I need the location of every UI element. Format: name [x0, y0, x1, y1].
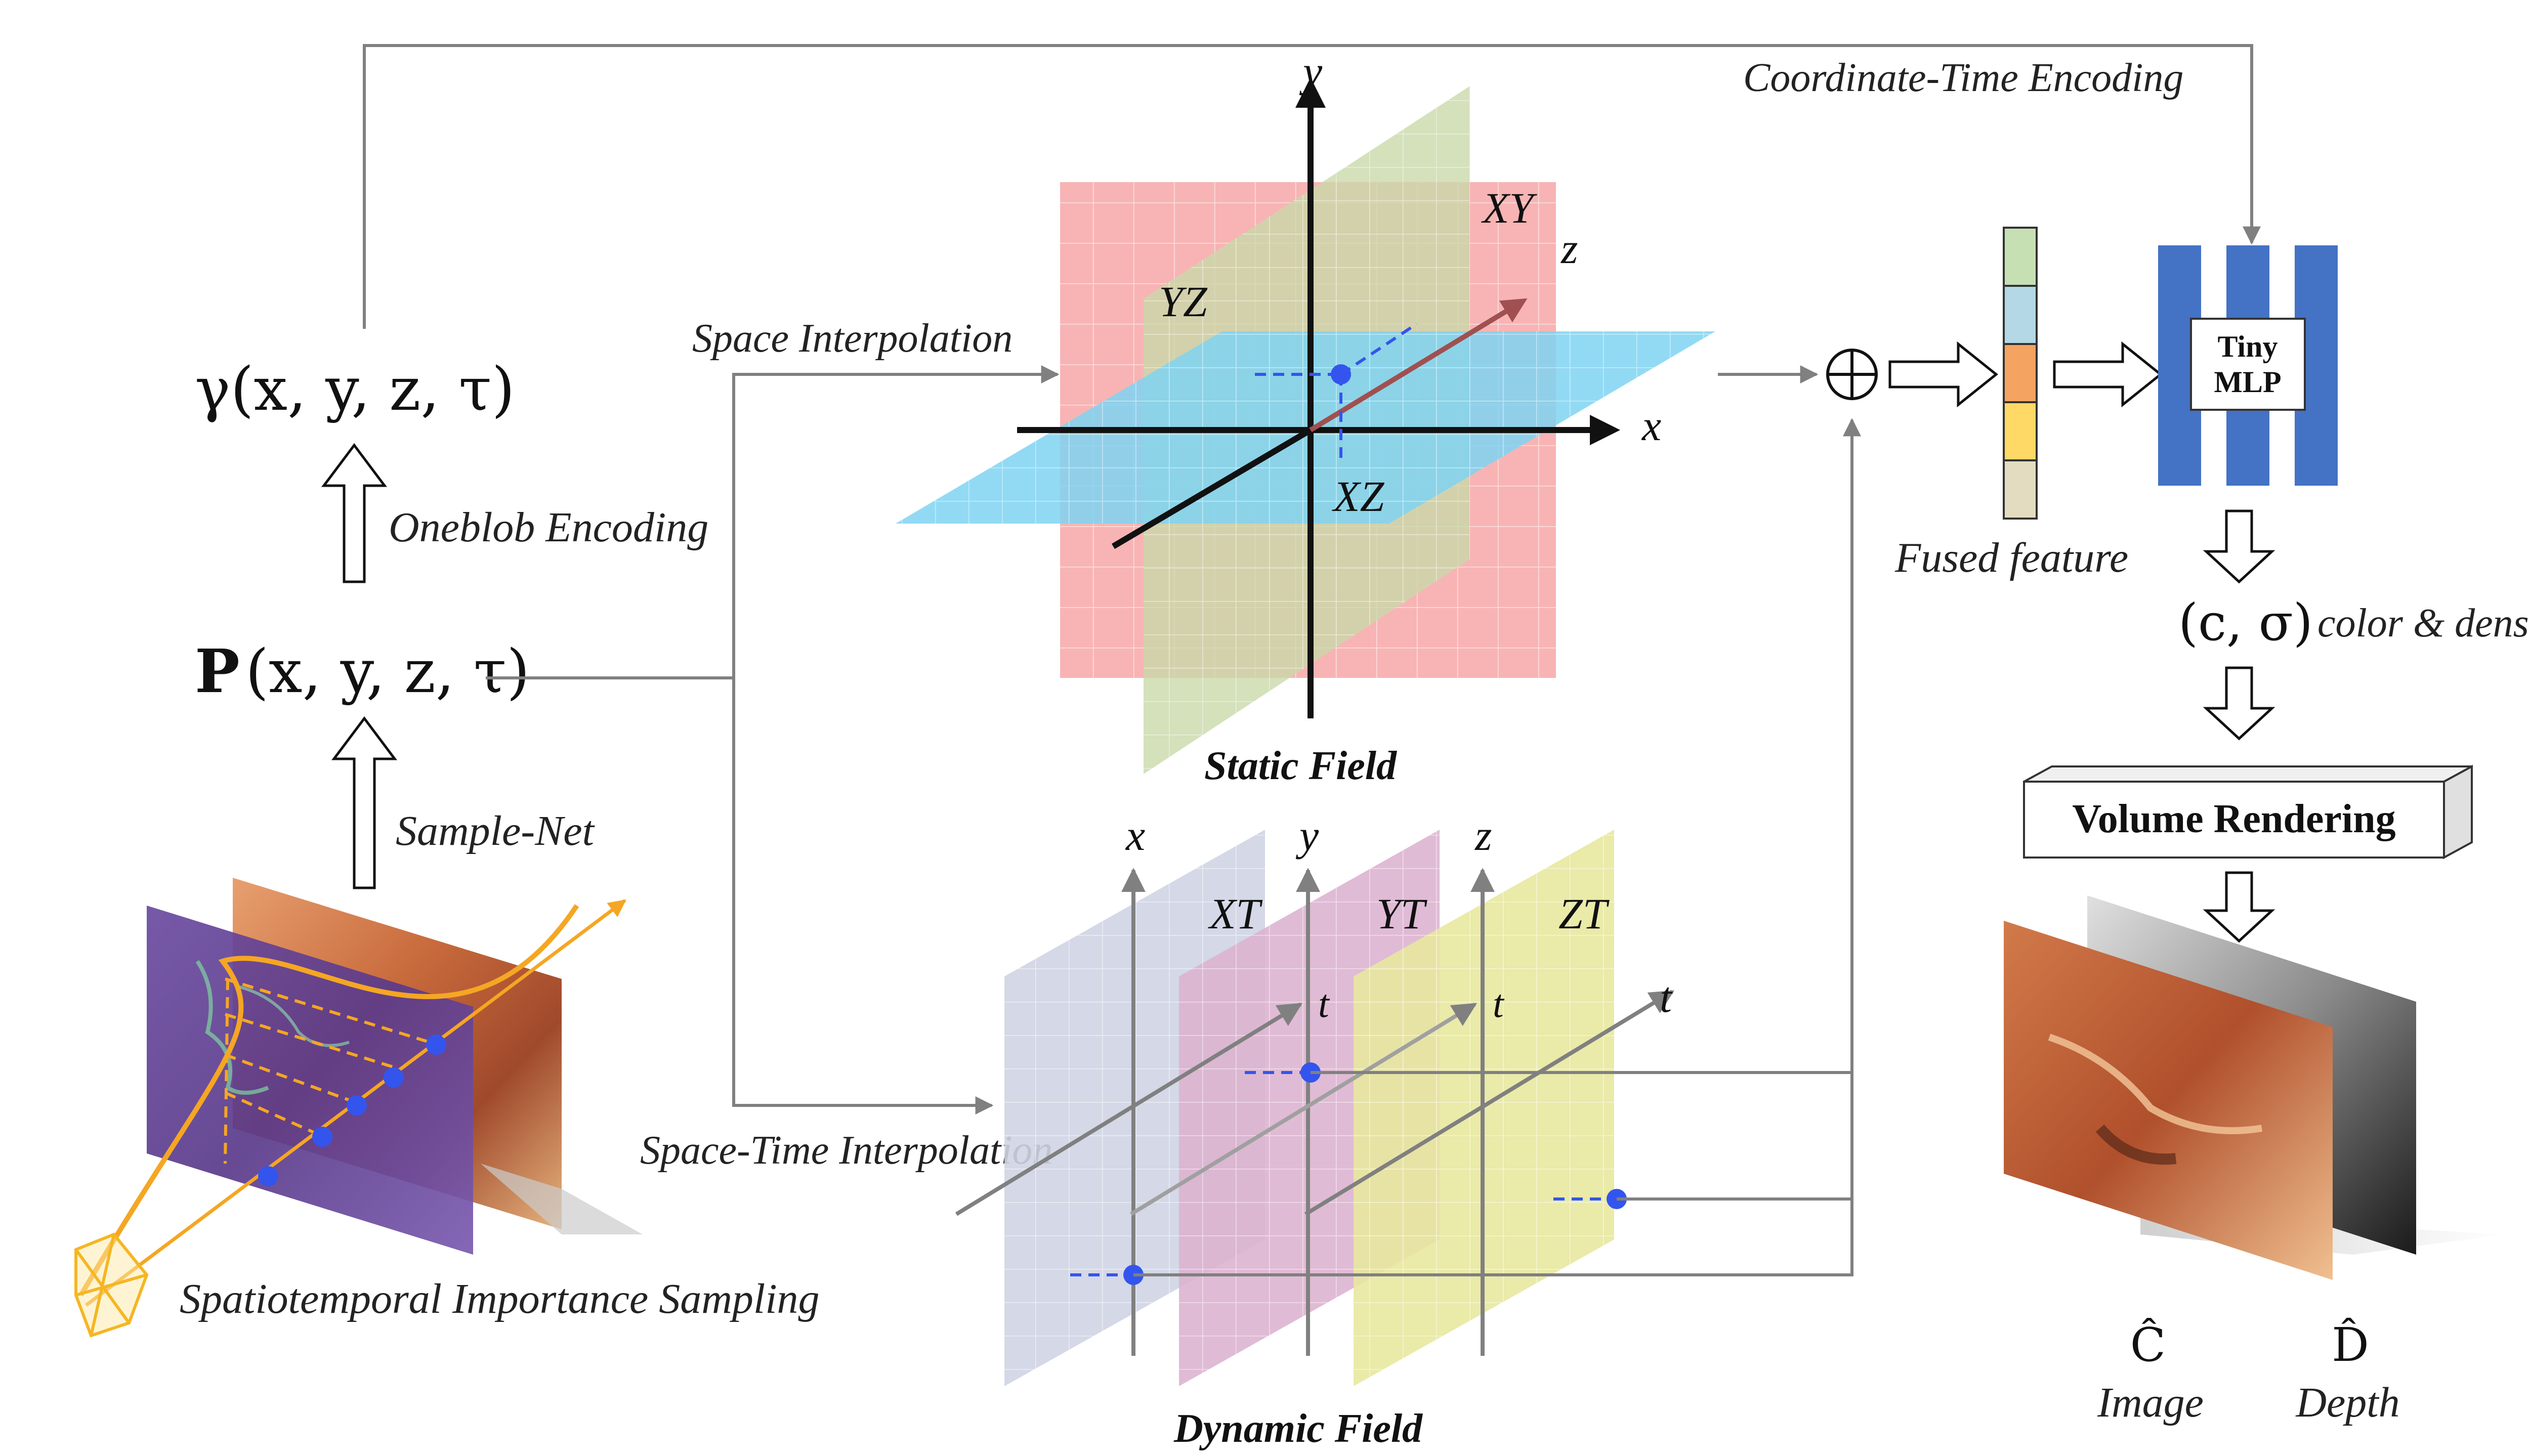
tiny-mlp [2158, 245, 2338, 486]
oneblob-encoding-label: Oneblob Encoding [389, 504, 708, 551]
importance-curve [78, 904, 579, 1297]
sample-net-label: Sample-Net [396, 807, 596, 854]
d-hat-symbol: D̂ [2332, 1317, 2369, 1372]
z-axis [1309, 298, 1528, 433]
coordinate-time-encoding-connector [363, 44, 2261, 329]
split-connector [486, 365, 1060, 1115]
z-axis-back [1111, 427, 1313, 549]
static-axis-x: x [1641, 401, 1661, 450]
static-query-point [1255, 322, 1418, 458]
dynamic-field-title: Dynamic Field [1173, 1406, 1423, 1451]
volume-rendering-label: Volume Rendering [2072, 797, 2395, 841]
dynamic-field [955, 418, 1861, 1386]
static-plane-yz-label: YZ [1159, 277, 1208, 326]
density-down-arrow [2203, 666, 2275, 741]
space-interpolation-label: Space Interpolation [692, 316, 1013, 361]
dynamic-time-axis-2: t [1493, 981, 1505, 1025]
static-field [896, 77, 1715, 774]
fusion-operator [1826, 349, 1878, 400]
volume-rendering-box [2023, 764, 2473, 860]
sampling-image-stack [74, 878, 643, 1338]
color-density-math: (c, σ) [2178, 593, 2313, 652]
sample-net-up-arrow [331, 716, 397, 889]
space-time-interpolation-label: Space-Time Interpolation [640, 1128, 1052, 1173]
camera-icon [74, 1232, 149, 1338]
feature-to-mlp-arrow [2053, 341, 2163, 408]
output-images [2004, 895, 2505, 1280]
dynamic-axis-y: y [1295, 811, 1319, 860]
fusion-to-feature-arrow [1888, 341, 1999, 408]
dynamic-time-axis-3: t [1660, 973, 1673, 1021]
static-plane-xy-label: XY [1481, 184, 1538, 232]
dynamic-time-axis-1: t [1318, 981, 1330, 1025]
dynamic-plane-yt-label: YT [1376, 889, 1427, 938]
tiny-mlp-label-line2: MLP [2214, 365, 2281, 399]
depth-label: Depth [2295, 1379, 2399, 1426]
static-plane-xz-label: XZ [1332, 472, 1385, 521]
static-axis-y: y [1299, 47, 1323, 96]
static-axis-z: z [1561, 224, 1578, 273]
dynamic-axis-x: x [1125, 811, 1145, 860]
fused-feature-label: Fused feature [1894, 534, 2128, 581]
mlp-down-arrow [2203, 509, 2275, 584]
c-hat-symbol: Ĉ [2130, 1317, 2166, 1372]
image-label: Image [2097, 1379, 2204, 1426]
position-func-args: (x, y, z, τ) [245, 636, 530, 706]
oneblob-up-arrow [321, 443, 387, 583]
dynamic-axis-z: z [1474, 811, 1492, 860]
spatiotemporal-sampling-label: Spatiotemporal Importance Sampling [180, 1275, 820, 1322]
position-func-symbol: P [195, 636, 240, 706]
fused-feature-vector [2003, 227, 2038, 520]
coordinate-time-encoding-label: Coordinate-Time Encoding [1743, 56, 2183, 100]
render-down-arrow [2203, 871, 2275, 943]
rendered-image [2004, 921, 2333, 1280]
dynamic-plane-xt-label: XT [1208, 889, 1263, 938]
dynamic-plane-zt-label: ZT [1558, 889, 1610, 938]
gamma-encoding-label: γ(x, y, z, τ) [195, 354, 515, 424]
sample-points [258, 1035, 446, 1186]
color-density-text: color & density [2317, 601, 2530, 646]
tiny-mlp-label-line1: Tiny [2218, 330, 2278, 363]
static-field-title: Static Field [1204, 744, 1397, 788]
dynamic-query-points [1070, 1062, 1627, 1285]
